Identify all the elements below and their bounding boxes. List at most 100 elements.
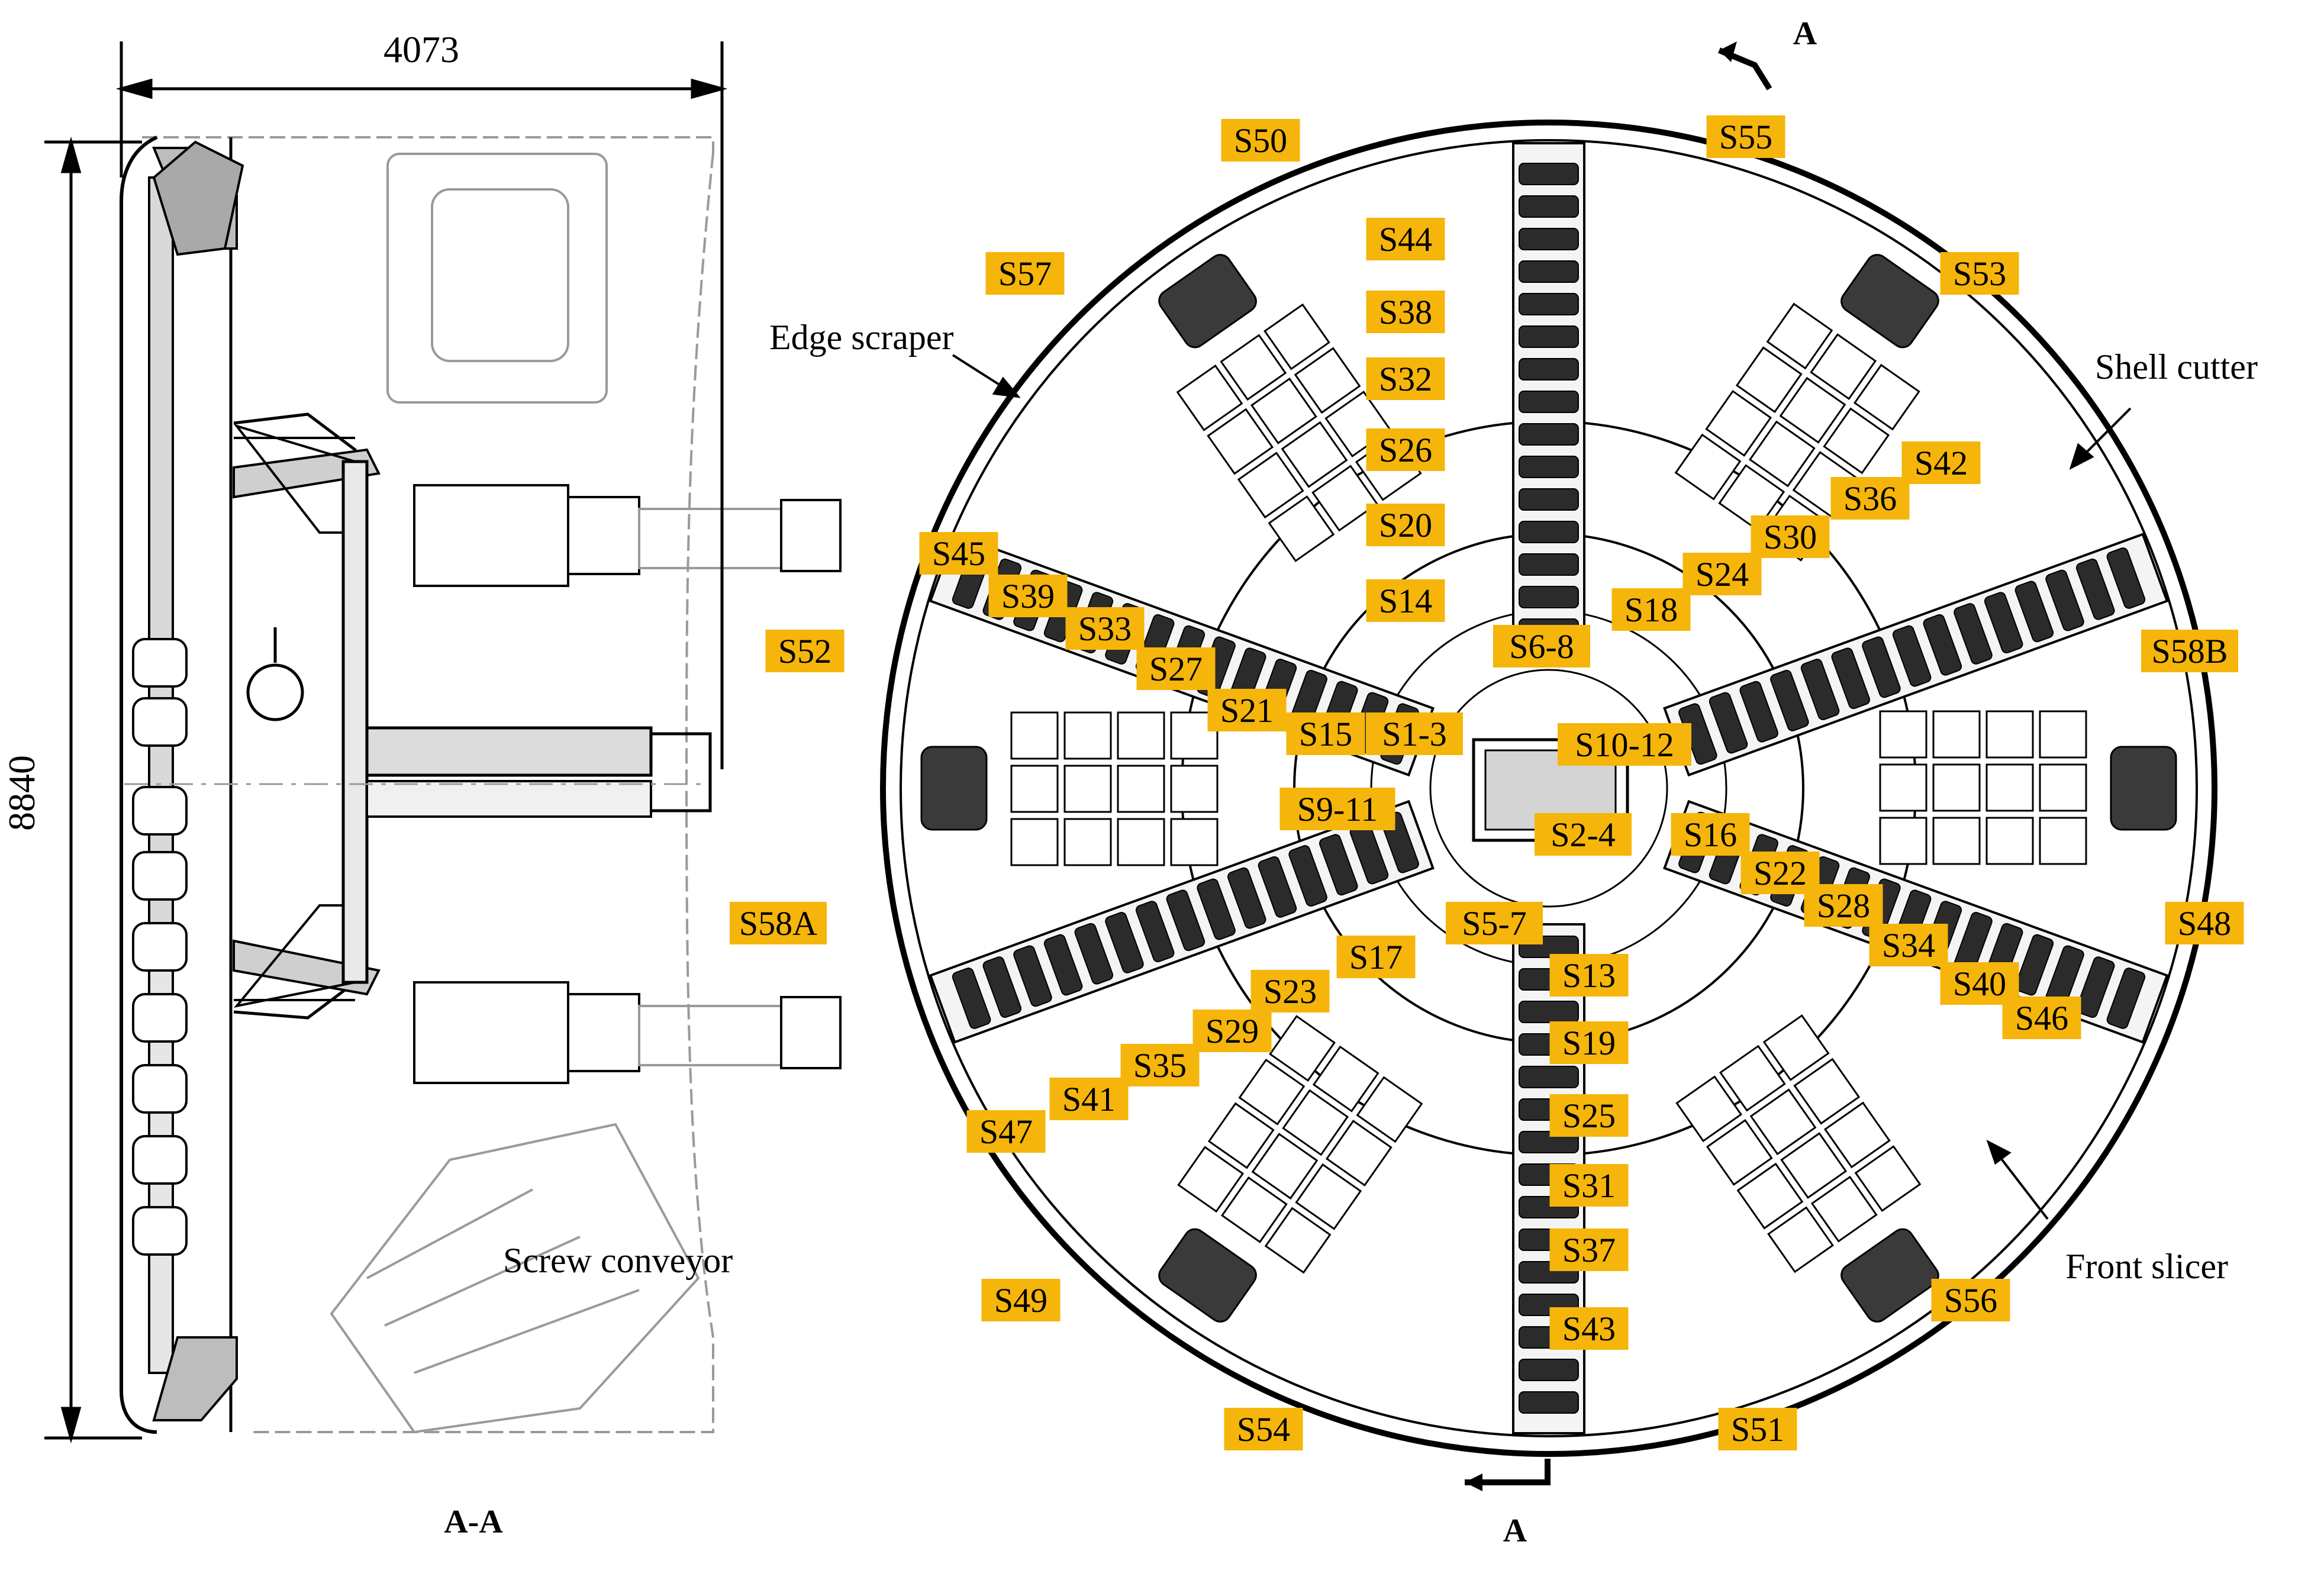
cutter-tag-box	[1366, 712, 1463, 755]
disc-cutter	[1831, 647, 1871, 710]
cutter-id: S46	[2015, 999, 2068, 1037]
cutter-tag: S52	[765, 630, 844, 672]
cutter-id: S34	[1882, 926, 1935, 965]
cutter-tag-box	[1065, 607, 1145, 650]
cutter-tag: S37	[1549, 1228, 1629, 1271]
cutter-id: S53	[1953, 254, 2006, 293]
disc-cutter	[1197, 878, 1236, 940]
cutter-tag: S20	[1366, 504, 1445, 546]
disc-cutter	[1519, 293, 1579, 315]
bucket-panel	[1158, 1015, 1423, 1323]
disc-cutter	[1984, 592, 2023, 654]
section-marker-bottom: A	[1503, 1513, 1527, 1549]
section-arrow-icon	[1465, 1473, 1482, 1491]
cutter-id: S41	[1062, 1080, 1116, 1118]
cutter-tag: S42	[1901, 441, 1981, 484]
disc-cutter	[1135, 901, 1175, 963]
disc-cutter	[1519, 163, 1579, 185]
cutter-tag: S23	[1250, 970, 1330, 1013]
cutter-id: S47	[979, 1113, 1033, 1151]
cutter-id: S51	[1731, 1410, 1784, 1449]
disc-cutter	[1519, 553, 1579, 576]
cutter-tag-box	[2002, 997, 2081, 1039]
cutter-tag-box	[1286, 712, 1365, 755]
cutter-tag: S5-7	[1446, 902, 1543, 944]
cutter-id: S38	[1379, 293, 1432, 331]
cutter-id: S54	[1237, 1410, 1290, 1449]
cutter-tag-box	[1366, 579, 1445, 622]
cutter-id: S1-3	[1382, 715, 1447, 753]
dimension-width: 4073	[383, 28, 459, 70]
bucket-panel	[1675, 1014, 1939, 1323]
disc-cutter	[1319, 834, 1358, 896]
cutter-tag: S35	[1120, 1044, 1200, 1086]
section-marker-top: A	[1793, 15, 1817, 52]
cutter-tag: S47	[966, 1110, 1046, 1153]
shell-cutter-label: Shell cutter	[2095, 347, 2258, 386]
disc-cutter	[2045, 569, 2084, 631]
cutter-id: S19	[1562, 1024, 1616, 1062]
cutter-id: S15	[1299, 715, 1352, 753]
cutter-id: S22	[1754, 854, 1807, 892]
cutter-id: S21	[1220, 691, 1274, 730]
cutter-tag-box	[1120, 1044, 1200, 1086]
disc-cutter	[1043, 934, 1083, 996]
disc-cutter	[1519, 1001, 1579, 1023]
cutter-tag: S31	[1549, 1164, 1629, 1207]
cutter-tag-box	[1558, 723, 1691, 766]
cutter-tag: S44	[1366, 218, 1445, 260]
screw-conveyor-label: Screw conveyor	[503, 1241, 733, 1280]
disc-cutter	[1923, 614, 1962, 676]
cutter-tag-box	[1682, 553, 1762, 595]
disc-cutter	[1739, 681, 1778, 743]
disc-cutter	[1227, 867, 1266, 929]
cutter-tag: S30	[1751, 515, 1830, 558]
cutter-tag-box	[1136, 647, 1216, 690]
cutterhead-front-view	[880, 120, 2217, 1457]
disc-cutter	[1862, 636, 1901, 698]
cutter-id: S56	[1944, 1281, 1997, 1320]
cutter-tag-box	[1804, 884, 1883, 927]
bucket-panel	[1879, 710, 2177, 865]
cutter-tag: S39	[988, 575, 1068, 617]
cutter-id: S5-7	[1462, 904, 1527, 943]
cutter-tag-box	[1049, 1078, 1129, 1120]
disc-cutter	[1519, 423, 1579, 446]
cutter-tag: S57	[985, 252, 1065, 295]
disc-cutter	[1258, 856, 1297, 918]
cutter-tag-box	[1493, 625, 1590, 668]
cutter-tag: S2-4	[1535, 813, 1632, 856]
cutter-id: S58A	[739, 904, 817, 943]
cutter-tag-box	[1549, 1094, 1629, 1137]
disc-cutter	[1519, 358, 1579, 381]
cutter-id: S50	[1234, 121, 1287, 160]
edge-scraper-block	[1158, 254, 1257, 349]
cutter-tag: S55	[1706, 115, 1785, 158]
cutter-id: S35	[1133, 1046, 1187, 1085]
cutter-tag-box	[1336, 936, 1416, 978]
cutter-tag: S56	[1931, 1279, 2010, 1321]
cutter-tag-box	[1940, 252, 2019, 295]
cutter-tag: S9-11	[1279, 788, 1395, 830]
disc-cutter	[2106, 547, 2146, 609]
cutter-tag: S26	[1366, 428, 1445, 471]
cutter-tag-box	[1366, 291, 1445, 333]
cutter-tag: S53	[1940, 252, 2019, 295]
cutter-id: S9-11	[1297, 790, 1378, 828]
edge-scraper-label: Edge scraper	[769, 318, 954, 357]
cutter-tag: S1-3	[1366, 712, 1463, 755]
dimension-lines	[44, 41, 728, 1444]
cutter-id: S23	[1263, 972, 1317, 1011]
cutter-tag-box	[765, 630, 844, 672]
cutter-id: S28	[1817, 886, 1870, 925]
cutter-id: S57	[998, 254, 1052, 293]
cutter-tag: S58A	[730, 902, 827, 944]
cutter-tag: S18	[1611, 588, 1691, 631]
cutter-id: S31	[1562, 1166, 1616, 1205]
bucket-panel	[920, 711, 1219, 866]
cutter-tag-box	[1366, 428, 1445, 471]
cutter-tag-box	[988, 575, 1068, 617]
cutter-tag-box	[966, 1110, 1046, 1153]
